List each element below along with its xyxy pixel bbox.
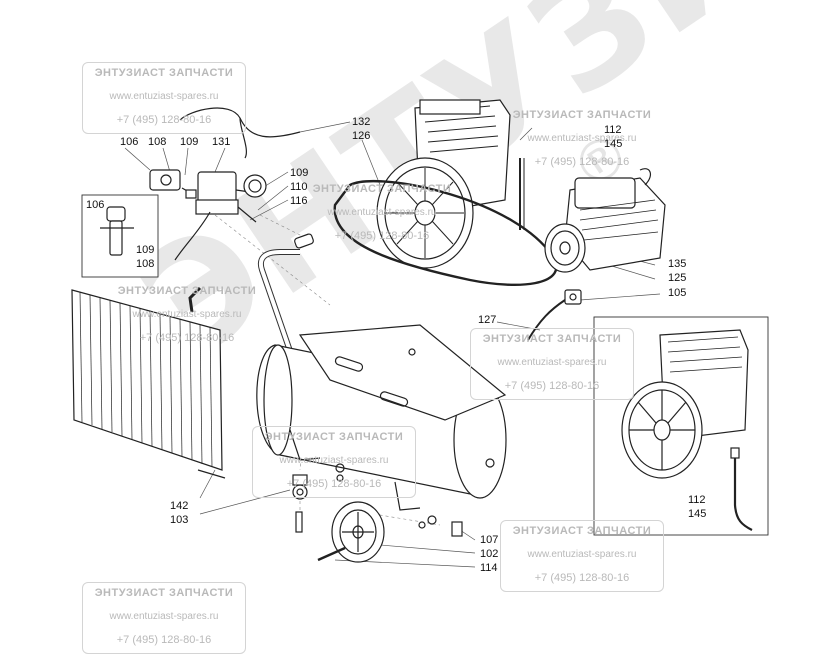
callout-108-inset: 108 <box>136 258 155 270</box>
callout-106: 106 <box>120 136 139 148</box>
callout-126: 126 <box>352 130 371 142</box>
filter-regulator <box>100 206 134 256</box>
watermark-box-7: ЭНТУЗИАСТ ЗАПЧАСТИ www.entuziast-spares.… <box>500 520 664 592</box>
callout-142: 142 <box>170 500 189 512</box>
watermark-box-6: ЭНТУЗИАСТ ЗАПЧАСТИ www.entuziast-spares.… <box>252 426 416 498</box>
motor-pulley <box>544 223 586 273</box>
callout-109-b: 109 <box>290 167 309 179</box>
callout-127: 127 <box>478 314 497 326</box>
fitting-105 <box>564 289 582 305</box>
callout-112: 112 <box>604 124 622 136</box>
callout-107: 107 <box>480 534 499 546</box>
callout-132: 132 <box>352 116 371 128</box>
callout-105: 105 <box>668 287 687 299</box>
flywheel <box>376 157 474 269</box>
watermark-box-1: ЭНТУЗИАСТ ЗАПЧАСТИ www.entuziast-spares.… <box>82 62 246 134</box>
callout-102: 102 <box>480 548 499 560</box>
electric-motor <box>564 168 666 271</box>
foot-bolt <box>295 511 303 533</box>
callout-106-inset: 106 <box>86 199 105 211</box>
callout-125: 125 <box>668 272 687 284</box>
belt-guard <box>71 289 226 479</box>
callout-145: 145 <box>604 138 623 150</box>
assembly-lines <box>214 214 441 526</box>
callout-109: 109 <box>180 136 199 148</box>
wheel <box>331 501 385 563</box>
callout-145-inset: 145 <box>688 508 707 520</box>
drain-valve <box>451 521 463 537</box>
callout-114: 114 <box>480 562 498 574</box>
drive-belt <box>333 180 558 287</box>
pressure-switch <box>195 171 257 223</box>
small-tube <box>188 286 202 313</box>
hose-127 <box>527 299 566 341</box>
callout-110: 110 <box>290 181 308 193</box>
callout-116: 116 <box>290 195 308 207</box>
callout-109-inset: 109 <box>136 244 155 256</box>
callout-108: 108 <box>148 136 167 148</box>
inset-pump <box>621 329 749 479</box>
pressure-regulator <box>149 169 197 199</box>
watermark-box-3: ЭНТУЗИАСТ ЗАПЧАСТИ www.entuziast-spares.… <box>312 183 452 242</box>
inset-delivery-pipe <box>733 455 753 531</box>
air-tank <box>256 324 507 511</box>
callout-103: 103 <box>170 514 189 526</box>
callout-135: 135 <box>668 258 687 270</box>
watermark-box-2: ЭНТУЗИАСТ ЗАПЧАСТИ www.entuziast-spares.… <box>512 109 652 168</box>
gauge <box>243 174 267 198</box>
watermark-box-5: ЭНТУЗИАСТ ЗАПЧАСТИ www.entuziast-spares.… <box>470 328 634 400</box>
wheel-bolt <box>317 546 346 562</box>
callout-112-inset: 112 <box>688 494 706 506</box>
watermark-box-4: ЭНТУЗИАСТ ЗАПЧАСТИ www.entuziast-spares.… <box>117 285 257 344</box>
callout-131: 131 <box>212 136 231 148</box>
watermark-box-8: ЭНТУЗИАСТ ЗАПЧАСТИ www.entuziast-spares.… <box>82 582 246 654</box>
